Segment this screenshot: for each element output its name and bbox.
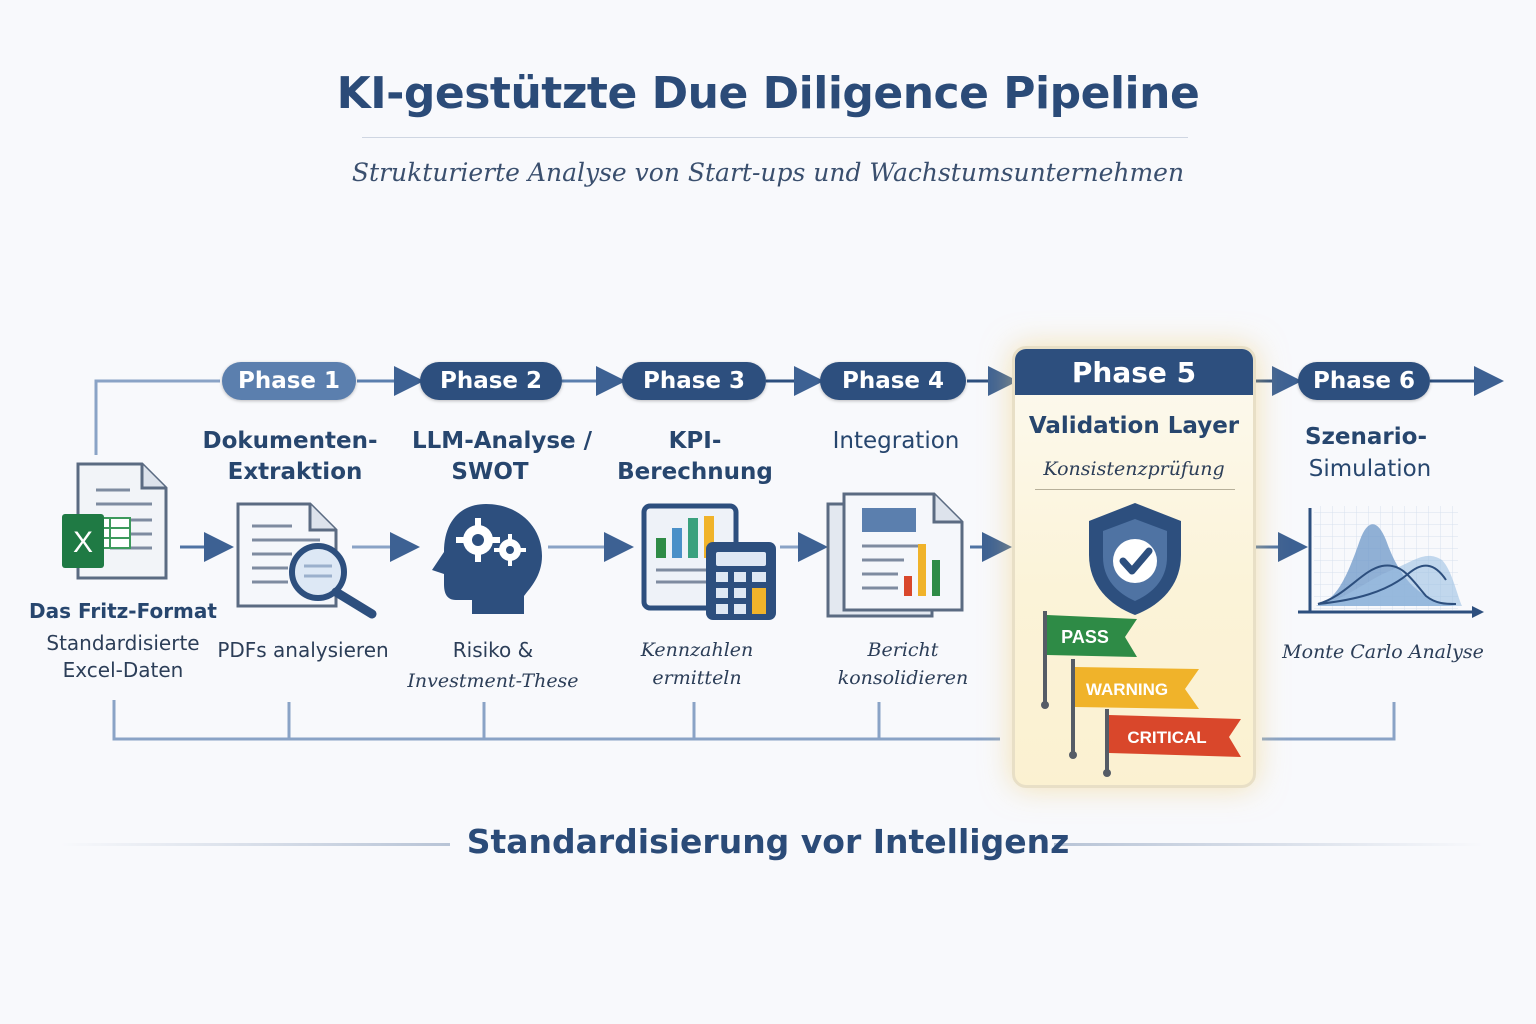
- page-title: KI-gestützte Due Diligence Pipeline: [336, 68, 1200, 119]
- phase-5-badge: Phase 5: [1015, 349, 1253, 395]
- source-caption-1: Standardisierte: [46, 631, 200, 655]
- phase-6-heading-1: Szenario-: [1304, 424, 1428, 450]
- footer-tagline: Standardisierung vor Intelligenz: [466, 822, 1070, 861]
- phase-2-caption-2: Investment-These: [407, 670, 579, 692]
- phase-4-caption: Bericht konsolidieren: [837, 639, 969, 689]
- phase-3-heading: KPI-Berechnung: [617, 428, 773, 485]
- phase-2-caption-1: Risiko &: [452, 638, 534, 662]
- status-flags: PASS WARNING CRITICAL: [1041, 611, 1241, 777]
- pass-flag: PASS: [1041, 611, 1137, 709]
- footer-line-left: [60, 843, 450, 846]
- footer-line-right: [1054, 843, 1484, 846]
- chart-calculator-icon: [641, 503, 776, 620]
- phase-2-heading-1: LLM-Analyse /: [412, 428, 593, 454]
- warning-flag: WARNING: [1069, 659, 1199, 759]
- phase-1-heading-1: Dokumenten-: [202, 428, 378, 454]
- phase-6-caption: Monte Carlo Analyse: [1282, 641, 1484, 663]
- report-icon: [826, 492, 964, 618]
- phase-3-badge: Phase 3: [622, 362, 766, 400]
- phase-5-heading: Validation Layer: [1028, 413, 1240, 439]
- title-divider: [362, 137, 1188, 138]
- critical-flag: CRITICAL: [1103, 709, 1241, 777]
- source-title: Das Fritz-Format: [29, 599, 217, 623]
- excel-document-icon: X: [62, 462, 168, 580]
- svg-text:X: X: [73, 526, 93, 559]
- phase-1-caption: PDFs analysieren: [217, 638, 389, 662]
- phase-2-badge: Phase 2: [420, 362, 562, 400]
- shield-check-icon: [1089, 503, 1181, 615]
- phase-4-badge: Phase 4: [820, 362, 966, 400]
- document-search-icon: [236, 502, 377, 619]
- pass-label: PASS: [1061, 627, 1109, 647]
- brain-gears-icon: [432, 504, 542, 614]
- phase-2-heading-2: SWOT: [451, 459, 529, 485]
- phase-6-badge: Phase 6: [1298, 362, 1430, 400]
- phase-5-panel: Phase 5 Validation Layer Konsistenzprüfu…: [1012, 346, 1256, 788]
- phase-1-heading-2: Extraktion: [227, 459, 363, 485]
- source-caption-2: Excel-Daten: [62, 658, 184, 682]
- phase-6-heading-2: Simulation: [1308, 456, 1432, 482]
- phase-5-divider: [1035, 489, 1235, 490]
- phase-1-badge: Phase 1: [222, 362, 356, 400]
- phase-5-caption: Konsistenzprüfung: [1043, 458, 1225, 480]
- phase-3-caption: Kennzahlen ermitteln: [640, 639, 754, 689]
- critical-label: CRITICAL: [1127, 728, 1206, 747]
- phase-4-heading: Integration: [832, 428, 960, 454]
- distribution-chart-icon: [1298, 506, 1484, 618]
- page-subtitle: Strukturierte Analyse von Start-ups und …: [351, 158, 1185, 187]
- warning-label: WARNING: [1086, 680, 1168, 699]
